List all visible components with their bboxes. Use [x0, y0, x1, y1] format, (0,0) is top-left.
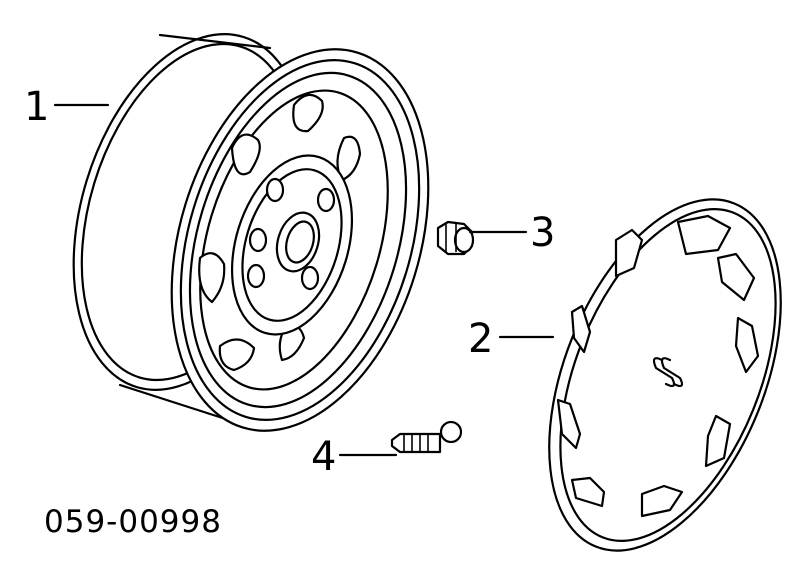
callout-4: 4: [311, 434, 336, 480]
steel-wheel: [72, 33, 430, 432]
lug-nut: [436, 220, 475, 256]
callout-2: 2: [468, 316, 493, 362]
callout-3: 3: [530, 210, 555, 256]
valve-stem: [390, 420, 463, 454]
part-number-label: 059-00998: [44, 504, 222, 540]
leader-lines: [53, 103, 555, 457]
callout-1: 1: [24, 84, 49, 130]
wheel-cover: [548, 198, 782, 552]
